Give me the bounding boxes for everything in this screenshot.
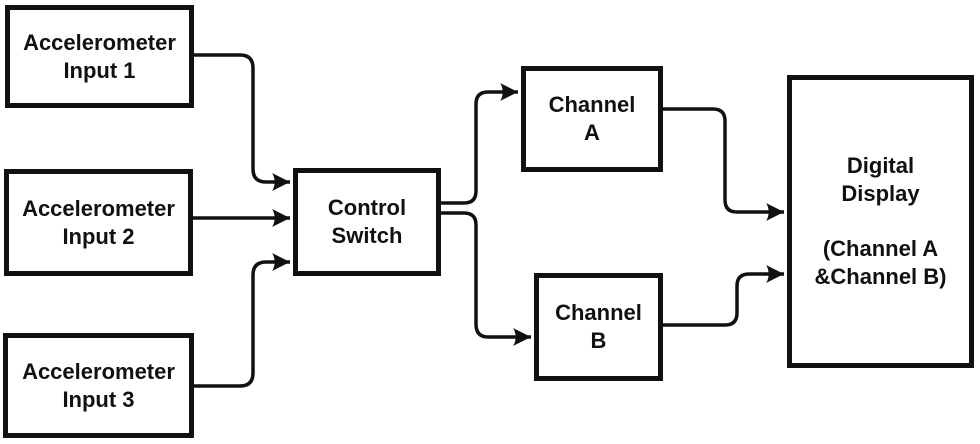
node-channel-a-label: Channel A	[548, 92, 636, 145]
node-accelerometer-input-2: Accelerometer Input 2	[4, 169, 193, 276]
node-channel-b-label: Channel B	[555, 300, 642, 353]
node-accelerometer-input-1: Accelerometer Input 1	[5, 5, 194, 108]
edge-control-switch-to-channel-a	[441, 83, 518, 205]
node-channel-a: Channel A	[521, 66, 663, 172]
node-accelerometer-input-3-label: Accelerometer Input 3	[22, 358, 175, 412]
node-accelerometer-input-3: Accelerometer Input 3	[3, 333, 194, 438]
edge-channel-a-to-digital-display	[663, 107, 784, 221]
edge-control-switch-to-channel-b	[441, 211, 531, 346]
node-digital-display: Digital Display (Channel A &Channel B)	[787, 75, 974, 368]
node-accelerometer-input-1-label: Accelerometer Input 1	[23, 29, 176, 83]
edge-input1-to-control-switch	[194, 53, 290, 191]
node-accelerometer-input-2-label: Accelerometer Input 2	[22, 195, 175, 249]
edge-channel-b-to-digital-display	[663, 265, 784, 327]
node-channel-b: Channel B	[534, 273, 663, 381]
node-control-switch: Control Switch	[293, 168, 441, 276]
node-control-switch-label: Control Switch	[327, 195, 407, 248]
node-digital-display-label: Digital Display (Channel A &Channel B)	[814, 152, 947, 290]
edge-input3-to-control-switch	[194, 253, 290, 388]
